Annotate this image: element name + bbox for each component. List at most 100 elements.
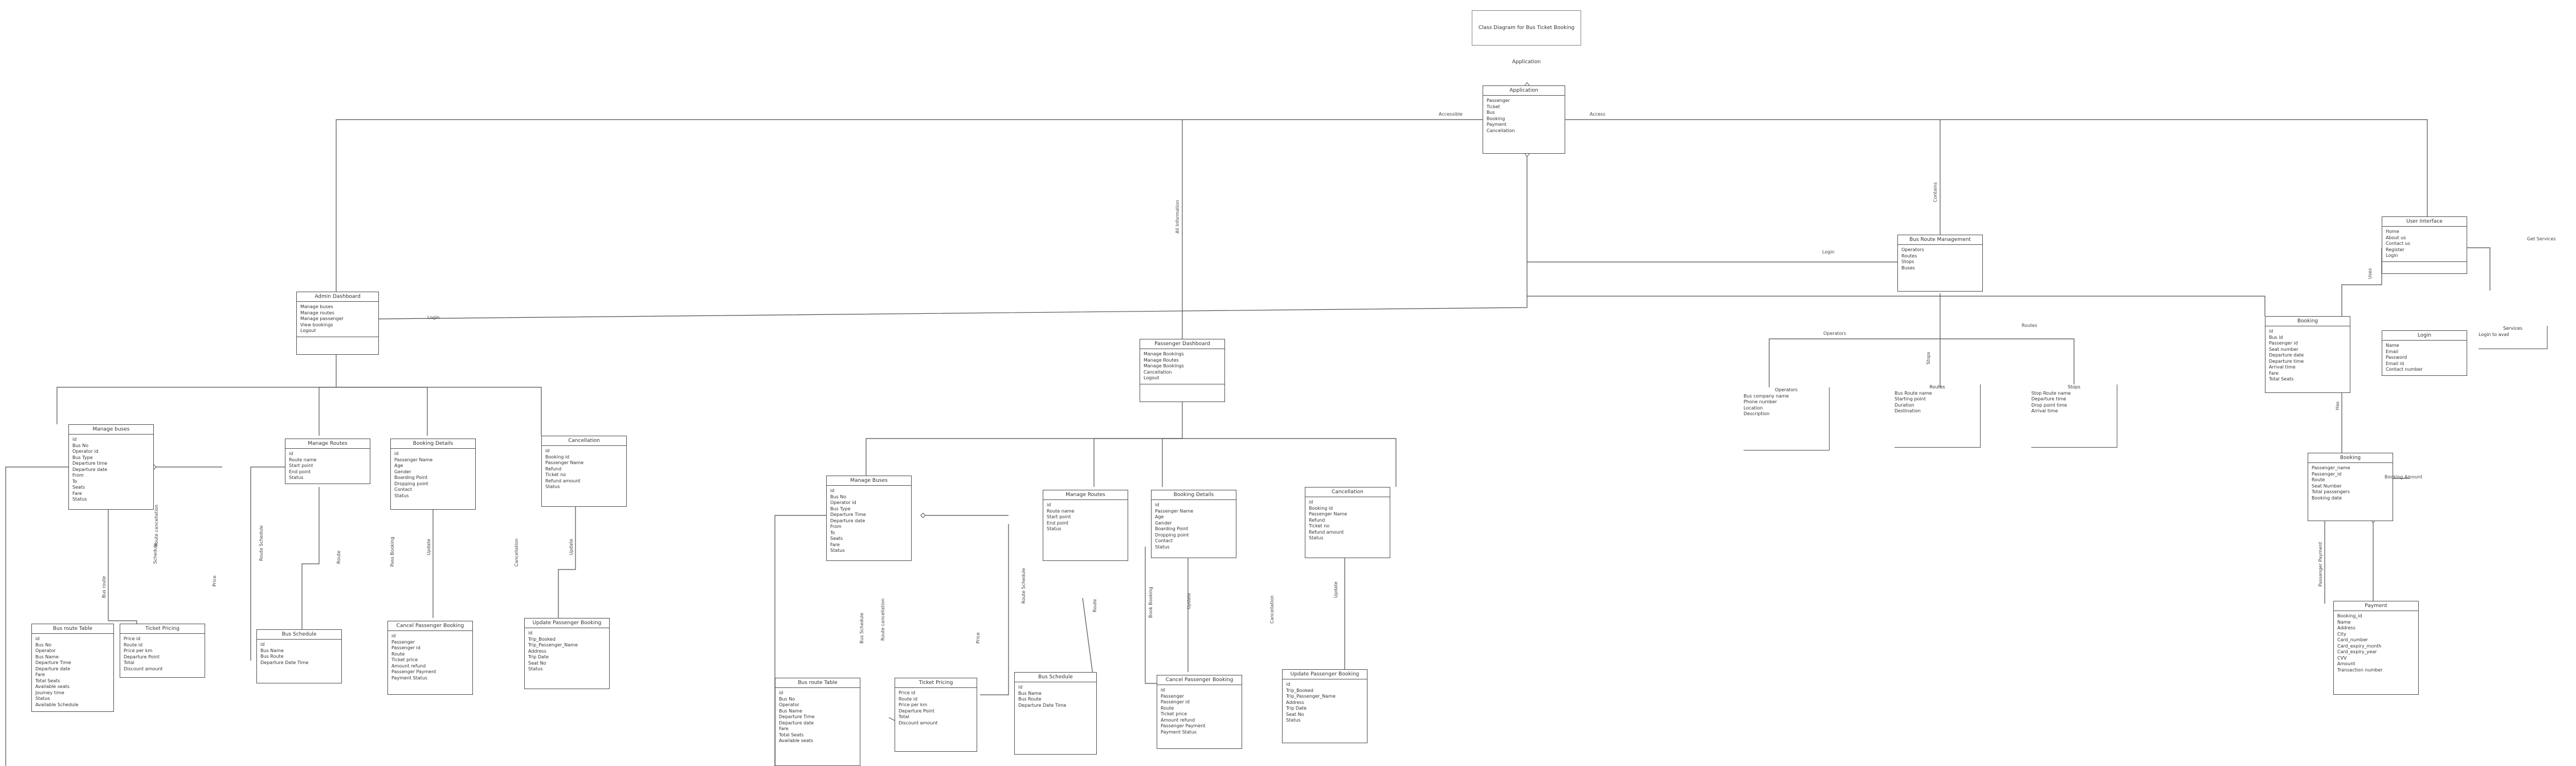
edge-label: Accessible [1439,112,1463,117]
edge-label: Login [427,315,440,320]
edge-label: Cancellation [514,538,519,567]
class-name: Manage buses [69,425,153,435]
class-name: Bus route Table [775,678,860,688]
class-name: Ticket Pricing [895,678,977,688]
class-attribute: Route name [1047,508,1075,514]
class-name: Manage Routes [1043,490,1128,500]
class-attribute: Card_number [2337,637,2368,642]
class-name: Application [1483,86,1565,96]
connector [2341,248,2382,316]
class-attribute: id [830,488,835,493]
connector [1182,438,1397,487]
edge-label: Has [2335,401,2340,410]
class-attribute: id [260,642,265,647]
class-attribute: Discount amount [124,666,163,671]
class-attribute: Route id [124,642,143,648]
class-attribute: Buses [1901,265,1915,271]
class-attribute: Seats [830,536,843,541]
class-attribute: Booking id [545,454,570,460]
class-attribute: Ticket no [1309,523,1330,529]
class-attribute: Status [72,497,87,502]
connector [1527,119,2428,222]
class-attribute: Stops [1901,259,1914,264]
class-attribute: Dropping point [1155,532,1189,538]
edge-label: Price [212,575,217,587]
class-attribute: Bus Type [72,454,93,460]
class-attribute: Bus No [830,494,847,499]
class-attribute: Route id [899,696,918,702]
class-attribute: Trip Date [1286,706,1307,711]
class-attribute: Refund amount [1309,529,1344,535]
class-attribute: Email id [2386,361,2404,366]
entity-attribute: Departure time [2031,396,2067,402]
class-name: Update Passenger Booking [525,618,609,628]
class-attribute: Amount refund [391,663,426,669]
class-attribute: Seat Number [2312,483,2342,489]
class-attribute: Logout [300,328,316,333]
edge-label: All Information [1175,200,1180,234]
class-attribute: End point [1047,520,1069,526]
class-attribute: Ticket price [391,657,418,662]
entity-attribute: Bus Route name [1895,390,1932,396]
entity-attribute: Login to avail [2479,331,2509,337]
class-attribute: Contact [1155,538,1173,543]
edge-label: Update [569,539,574,555]
class-attribute: Booking id [1309,505,1333,511]
connector [1526,154,1897,263]
connector [5,466,68,766]
class-attribute: Status [289,475,304,480]
edge-label: Cancellation [1269,595,1275,624]
class-attribute: id [1286,682,1291,687]
class-attribute: Total [899,714,909,719]
class-attribute: Discount amount [899,720,938,726]
class-attribute: id [1018,685,1023,690]
class-attribute: Seats [72,485,85,490]
class-attribute: Refund [1309,517,1325,523]
entity-attribute: Destination [1895,408,1921,413]
class-operations [297,336,378,354]
class-attribute: id [1047,502,1051,507]
edge-label: Stops [1926,351,1931,364]
connector [250,466,285,661]
class-attribute: Departure Date Time [1018,702,1067,708]
class-attribute: Passenger Payment [1161,723,1206,728]
class-attribute: Bus Route [1018,697,1042,702]
class-attribute: Manage passenger [300,316,344,321]
class-attribute: Status [1286,718,1301,723]
class-attribute: id [35,636,40,641]
entity-name: Stops [2067,384,2081,390]
class-attribute: Bus Type [830,506,851,511]
diamond-marker [920,513,926,518]
class-attribute: Departure Point [124,654,160,660]
class-attribute: Route [2312,477,2325,482]
class-attribute: Start point [289,463,313,468]
class-attribute: Price per km [124,648,153,653]
edge-label: Operators [1823,331,1846,336]
entity-attribute: Drop point time [2031,402,2067,408]
class-attribute: Payment Status [1161,729,1197,735]
entity-attribute: Stop Route name [2031,390,2071,396]
edge-label: Access [1590,112,1606,117]
class-attribute: Card_expiry_month [2337,643,2382,649]
connector [56,347,337,424]
class-attribute: Departure date [779,720,814,726]
connector [336,387,542,436]
class-attribute: Card_expiry_year [2337,649,2377,654]
class-attribute: To [72,478,77,484]
